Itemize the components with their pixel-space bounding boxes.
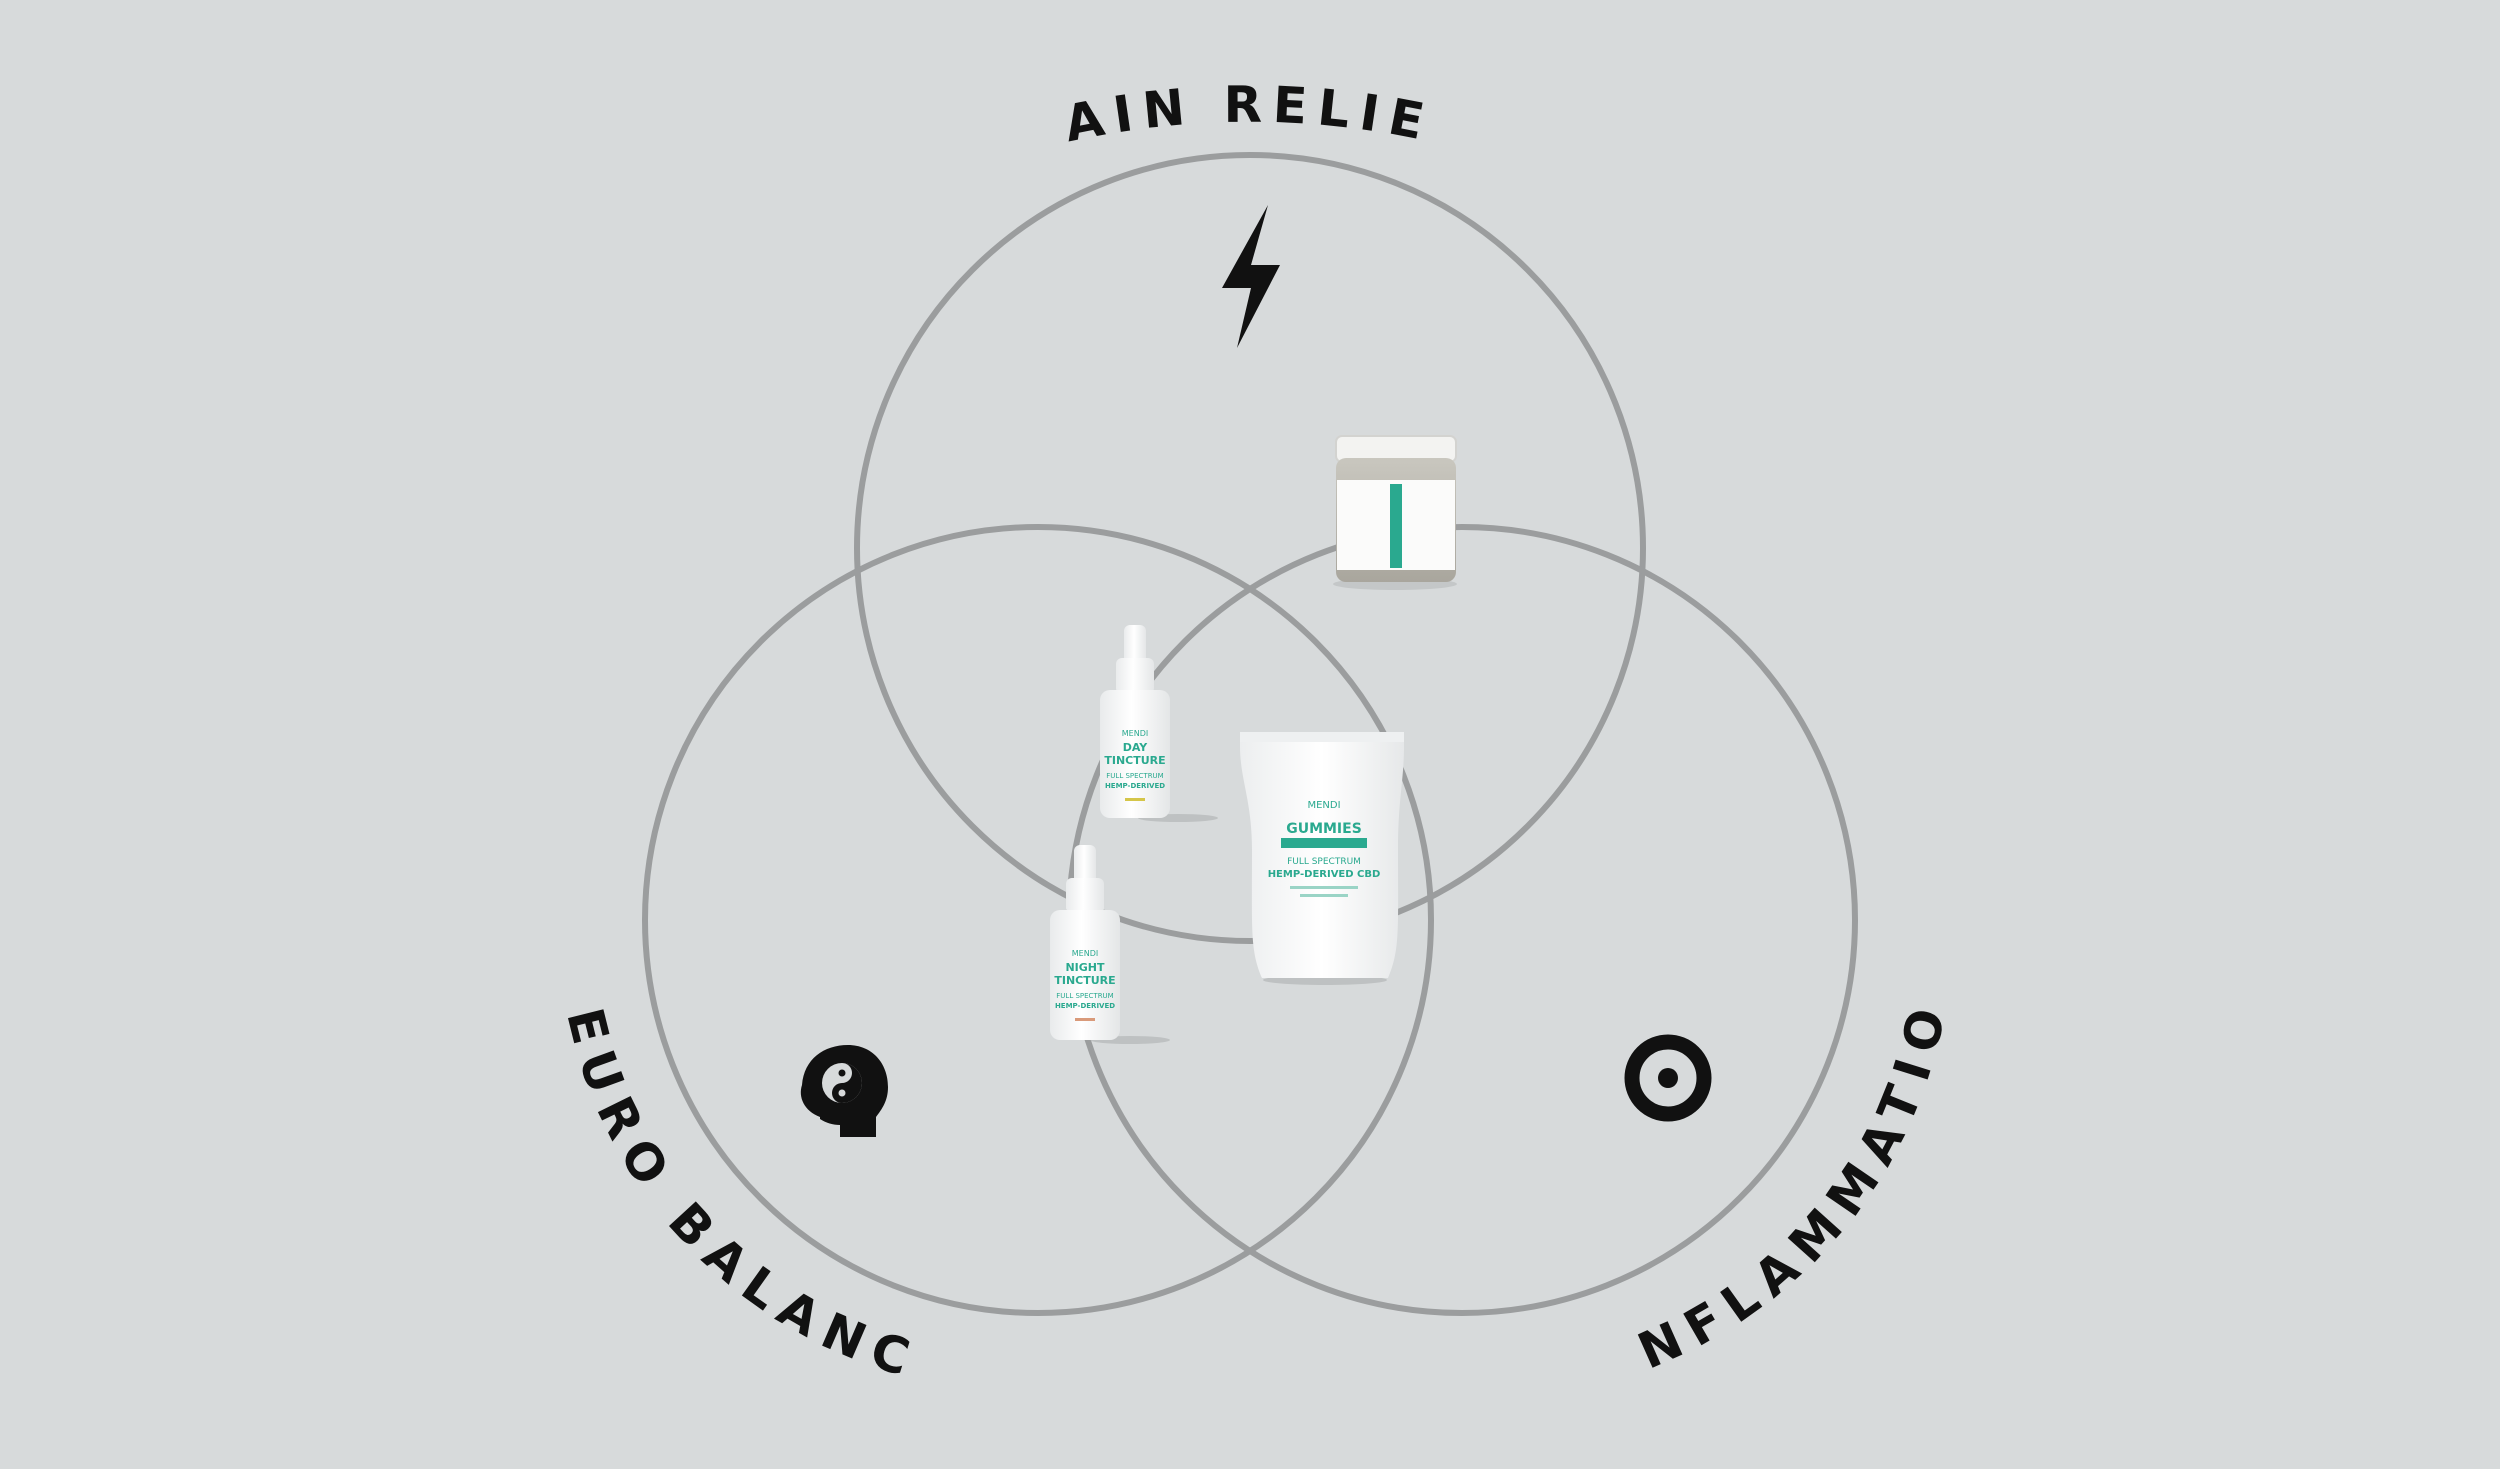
svg-text:MENDI: MENDI [1072, 949, 1098, 958]
svg-text:GUMMIES: GUMMIES [1286, 821, 1362, 837]
svg-text:HEMP-DERIVED: HEMP-DERIVED [1105, 782, 1165, 790]
circle-neuro-balance [642, 524, 1434, 1316]
circle-pain-relief [854, 152, 1646, 944]
product-night-tincture: MENDI NIGHT TINCTURE FULL SPECTRUM HEMP-… [1050, 845, 1170, 1044]
product-day-tincture: MENDI DAY TINCTURE FULL SPECTRUM HEMP-DE… [1100, 625, 1218, 822]
product-jar [1333, 435, 1457, 590]
svg-text:TINCTURE: TINCTURE [1104, 754, 1165, 767]
svg-text:FULL SPECTRUM: FULL SPECTRUM [1106, 772, 1163, 780]
target-icon [1624, 1034, 1712, 1122]
svg-text:HEMP-DERIVED: HEMP-DERIVED [1055, 1002, 1115, 1010]
circle-inflammation [1066, 524, 1858, 1316]
svg-text:FULL SPECTRUM: FULL SPECTRUM [1056, 992, 1113, 1000]
svg-text:HEMP-DERIVED CBD: HEMP-DERIVED CBD [1268, 869, 1381, 880]
label-pain-relief: PAIN RELIEF [0, 0, 1438, 153]
svg-text:DAY: DAY [1123, 741, 1149, 754]
label-inflammation: INFLAMMATION [0, 0, 1947, 1381]
svg-text:MENDI: MENDI [1122, 729, 1148, 738]
svg-text:TINCTURE: TINCTURE [1054, 974, 1115, 987]
head-yin-yang-icon [800, 1045, 888, 1137]
product-gummies-pouch: MENDI GUMMIES FULL SPECTRUM HEMP-DERIVED… [1240, 732, 1404, 985]
svg-text:MENDI: MENDI [1307, 800, 1340, 811]
label-neuro-balance: NEURO BALANCE [0, 0, 927, 1391]
svg-text:NIGHT: NIGHT [1065, 961, 1105, 974]
lightning-bolt-icon [1222, 205, 1280, 348]
svg-text:FULL SPECTRUM: FULL SPECTRUM [1287, 857, 1361, 867]
